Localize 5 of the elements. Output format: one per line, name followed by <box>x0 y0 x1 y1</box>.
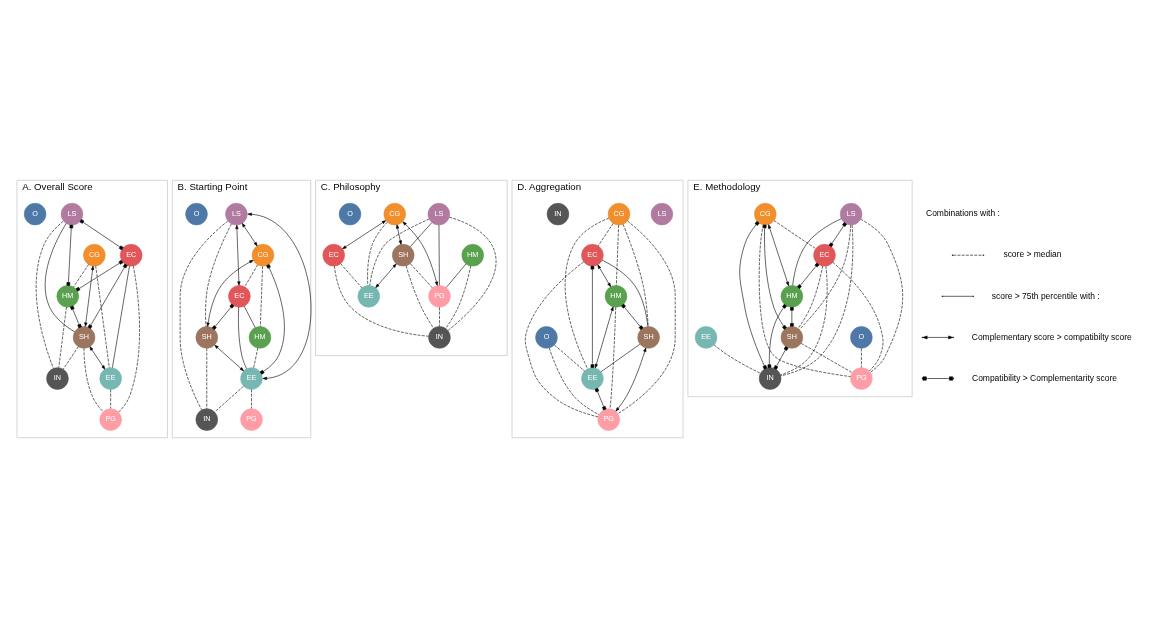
legend-label: score > median <box>1003 249 1062 260</box>
legend-label: Compatibility > Complementarity score <box>972 372 1117 383</box>
legend-label: score > 75th percentile with : <box>991 290 1100 301</box>
legend-label: Complementary score > compatibilty score <box>971 331 1132 342</box>
label: Combinations with : <box>926 208 1000 219</box>
